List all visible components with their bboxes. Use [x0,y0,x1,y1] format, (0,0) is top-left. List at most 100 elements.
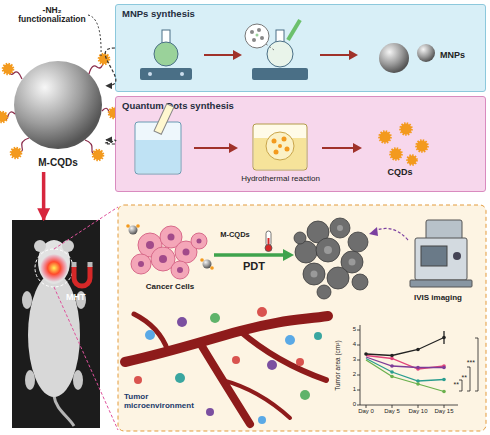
treated-tumor-part-part [352,274,368,290]
data-point-part [390,357,446,371]
cancer-cell-part-part [168,234,175,241]
data-point-part-part [390,375,394,379]
mouse-leg [22,291,86,390]
beaker [135,104,181,174]
zoom-line-part [54,287,118,430]
axis-title: Tumor area (cm²) [334,326,341,406]
immune-cell-part [145,330,155,340]
hotplate-flask-part [148,72,152,76]
beaker-part [272,137,290,155]
cancer-cell-part-part [197,239,202,244]
blood-vessel-part [240,331,326,380]
particle-circle: M-CQDs [10,57,106,172]
blood-vessel-part [134,314,168,351]
cancer-cell-part-part [191,233,207,249]
mouse-leg-part [73,370,83,390]
magnetic-nanoparticle-part [379,43,409,73]
process-arrow-part [283,249,294,261]
process-arrow [214,249,294,261]
node-label: M-CQDs [10,157,106,168]
m-cqd-particle-part-part [200,258,204,262]
tumor-ring [35,249,73,287]
process-arrow-part [233,50,242,60]
beaker-part [154,104,174,135]
immune-cell-part [258,416,266,424]
blood-vessel-part [125,316,328,362]
quantum-dot-part [11,148,21,158]
beaker-part-part [278,144,282,148]
linker-chain [2,59,114,155]
process-arrow-part [349,50,358,60]
process-arrow [320,50,358,60]
carbon-quantum-dot-part [391,149,402,160]
treated-tumor-part-part [324,246,332,254]
treated-tumor-part-part [330,218,350,238]
tumor-signal [40,254,68,282]
magnet-icon-part [88,262,93,267]
hotplate-flask-part-part [256,34,259,37]
cancer-cell [131,226,207,279]
agent-label: M-CQDs [212,231,258,239]
m-cqd-particle [126,224,214,270]
immune-cell-part [175,373,185,383]
significance-mark: *** [461,359,475,367]
carbon-quantum-dot [380,124,428,165]
tick-label: 5 [344,326,356,333]
treated-tumor-part-part [311,271,318,278]
data-series-part [366,338,444,356]
process-arrow [194,143,238,153]
immune-cell-part [177,317,187,327]
immune-cell-part [210,313,220,323]
tick-label: Day 15 [430,408,458,415]
process-arrow [204,50,242,60]
beaker-part [136,140,180,173]
m-cqd-particle-part-part [136,224,140,228]
magnetic-nanoparticle [379,43,435,73]
significance-mark: ** [448,381,459,389]
magnet-icon-part [72,262,77,267]
hotplate-flask-part [154,42,178,66]
data-point-part-part [416,366,420,370]
ivis-imager-part [426,220,462,240]
cancer-cell-part-part [159,255,167,263]
treated-tumor-part-part [337,225,343,231]
data-point-part-part [390,357,394,361]
hotplate-flask-part-part [257,28,261,32]
beaker-part-part [282,137,287,142]
m-cqd-particle-part [129,226,138,235]
beaker-part-part [274,150,279,155]
process-arrow-part [320,54,350,56]
immune-cell-part [300,390,310,400]
connector-arrow [42,172,46,220]
ivis-imager-part [453,252,461,260]
m-cqd-particle-part-part [210,266,214,270]
significance-mark: ** [456,374,467,382]
tick-label: Day 0 [352,408,380,415]
carbon-quantum-dot-part [417,141,428,152]
treated-tumor-part-part [316,238,340,262]
connector-arrow [105,48,116,86]
carbon-quantum-dot-part [380,132,391,143]
carbon-quantum-dot-part [401,124,412,135]
treated-tumor [294,218,368,299]
significance-bracket-part [467,367,470,391]
chart-axis-part [366,405,444,408]
cancer-cell-part-part [131,254,151,274]
panel-heading: Quantum Dots synthesis [122,100,234,111]
hotplate-flask-part [267,41,293,67]
blood-vessel-part [222,380,290,418]
ivis-imager-part [421,246,447,266]
hotplate-flask-part [288,20,300,40]
data-point-part-part [442,366,446,370]
m-cqd-particle-part [126,224,214,270]
therapy-label: MHT [66,292,86,302]
chart-axis-part [360,325,458,405]
ivis-imager-part [410,280,472,287]
m-cqd-particle-part [203,260,212,269]
data-point-part-part [442,378,446,382]
cancer-cell-part [131,226,207,279]
carbon-quantum-dot-part [408,156,417,165]
immune-cell-part [257,307,267,317]
group-label: -NH₂ functionalization [10,6,94,25]
